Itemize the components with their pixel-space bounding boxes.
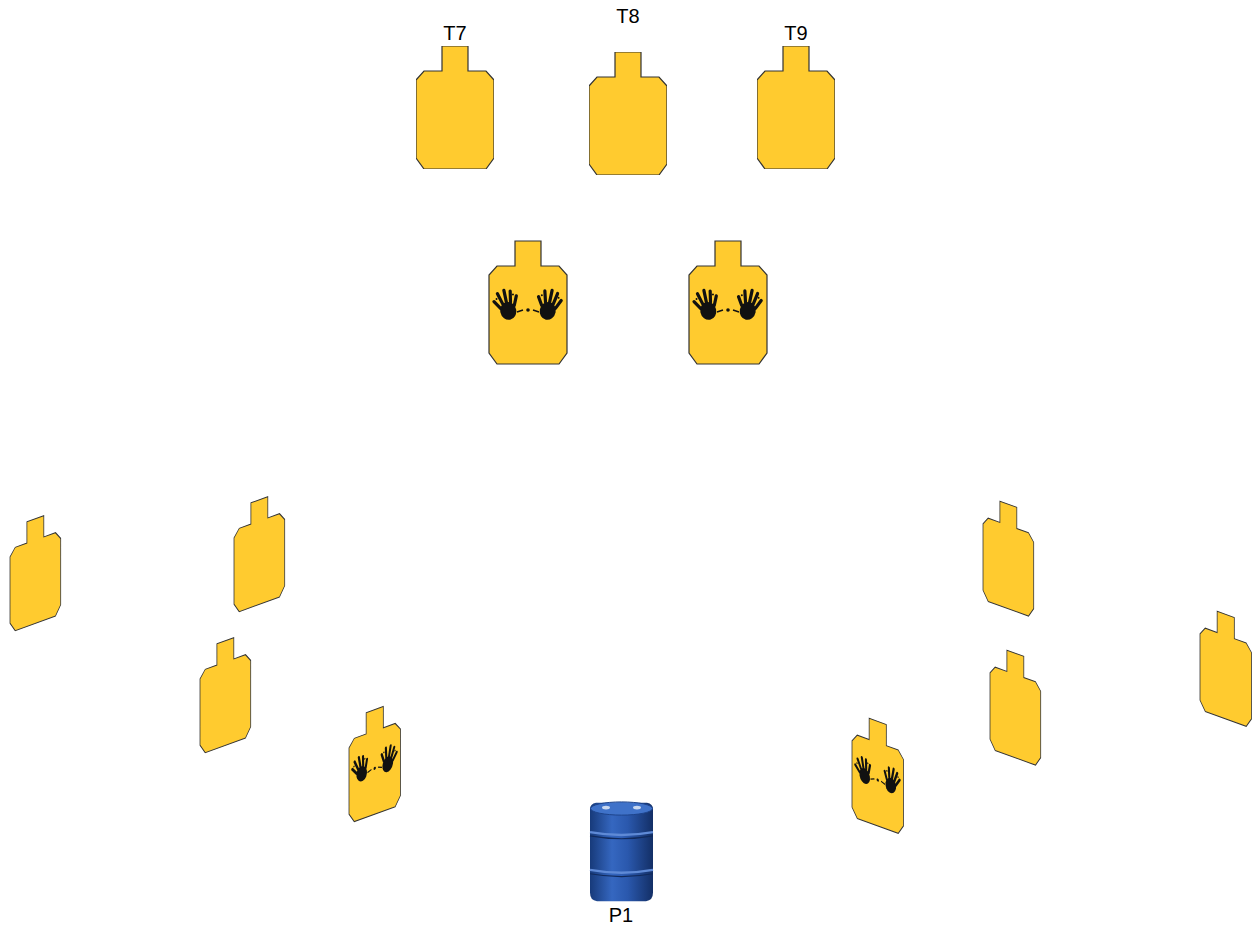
no-shoot-target [349, 700, 400, 823]
no-shoot-target [852, 712, 903, 835]
side-target [990, 644, 1041, 767]
target-label: T8 [614, 5, 641, 27]
no-shoot-target [689, 241, 767, 364]
side-target [983, 495, 1034, 618]
target-node: T9 [755, 22, 837, 169]
target-shape [589, 52, 667, 175]
target-label: T7 [441, 22, 468, 44]
shooting-position: P1 [586, 800, 657, 926]
target-shape [416, 46, 494, 169]
side-target [234, 491, 285, 614]
target-node: T7 [414, 22, 496, 169]
no-shoot-target [489, 241, 567, 364]
target-label: T9 [782, 22, 809, 44]
barrel-symbol [588, 800, 655, 904]
side-target [10, 510, 61, 633]
side-target [1200, 605, 1251, 728]
target-shape [757, 46, 835, 169]
position-label: P1 [607, 904, 635, 926]
target-node: T8 [587, 5, 669, 175]
side-target [200, 632, 251, 755]
